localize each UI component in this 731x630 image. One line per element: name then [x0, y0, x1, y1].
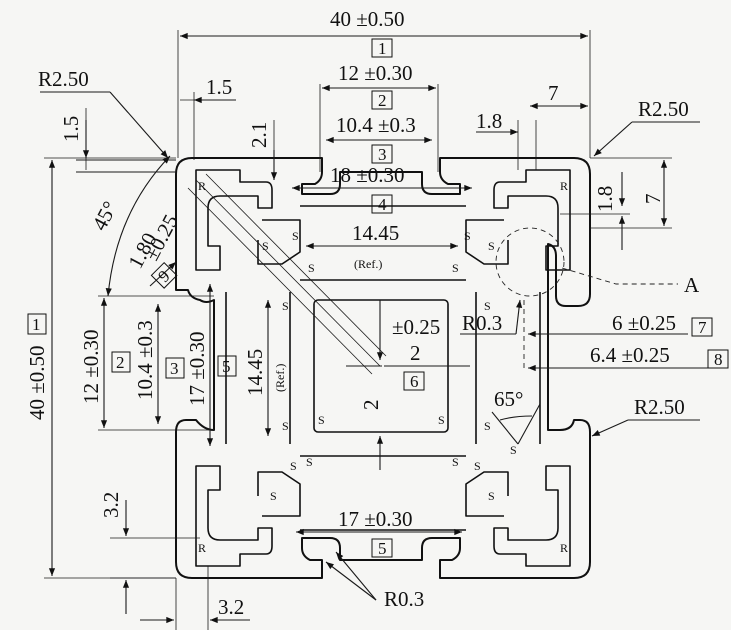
ref-box-1-left-text: 1 [32, 315, 41, 334]
ref-box-1-top-text: 1 [378, 39, 387, 58]
dim-17-bottom-label: 17 ±0.30 [338, 507, 413, 531]
mark-r: R [560, 179, 568, 193]
mark-s: S [270, 489, 277, 503]
mark-s: S [488, 489, 495, 503]
r0-3-bottom-label: R0.3 [384, 587, 424, 611]
ref-box-3-left-text: 3 [170, 359, 179, 378]
dim-12-top-label: 12 ±0.30 [338, 61, 413, 85]
ref-box-8-text: 8 [714, 350, 723, 369]
dim-10-4-top-label: 10.4 ±0.3 [336, 113, 416, 137]
ref-box-4 [371, 194, 393, 214]
mark-r: R [560, 541, 568, 555]
mark-s: S [438, 413, 445, 427]
mark-r: R [198, 541, 206, 555]
tol-center-label: ±0.25 [392, 315, 440, 339]
overall-width-label: 40 ±0.50 [330, 7, 405, 31]
ref-box-5-left-text: 5 [222, 357, 231, 376]
mark-s: S [292, 229, 299, 243]
ref-box-3-left [165, 357, 185, 379]
ref-box-1-left [27, 313, 47, 335]
profile-outline [175, 157, 591, 579]
ref-box-2-left [111, 351, 131, 373]
mark-s: S [262, 239, 269, 253]
ref-box-4-text: 4 [378, 195, 387, 214]
mark-r: R [198, 179, 206, 193]
ref-box-2-top [371, 90, 393, 110]
dim-10-4-left-label: 10.4 ±0.3 [133, 320, 157, 400]
ref-box-1-top [371, 38, 393, 58]
dim-1-8-right-label: 1.8 [593, 186, 617, 212]
ref-box-7-text: 7 [698, 318, 707, 337]
dim-2-v-label: 2 [359, 400, 383, 411]
ref-h-label: (Ref.) [354, 257, 382, 271]
dim-14-45-v-label: 14.45 [243, 349, 267, 396]
dim-6-4-label: 6.4 ±0.25 [590, 343, 670, 367]
dim-3-2-v-label: 3.2 [99, 492, 123, 518]
r2-50-top-right-label: R2.50 [638, 97, 689, 121]
detail-a-label: A [684, 273, 700, 297]
r0-3-center-label: R0.3 [462, 311, 502, 335]
mark-s: S [282, 419, 289, 433]
dim-17-left-label: 17 ±0.30 [185, 331, 209, 406]
mark-s: S [306, 455, 313, 469]
mark-s: S [308, 261, 315, 275]
dimension-lines [40, 30, 712, 630]
dim-2-1-label: 2.1 [247, 122, 271, 148]
ref-box-5-bottom [371, 538, 393, 558]
dim-6-label: 6 ±0.25 [612, 311, 676, 335]
dim-1-8-top-label: 1.8 [476, 109, 502, 133]
dim-18-label: 18 ±0.30 [330, 163, 405, 187]
dimension-labels: 40 ±0.50 1 12 ±0.30 2 10.4 ±0.3 3 18 ±0.… [25, 7, 729, 619]
dim-1-5-h-label: 1.5 [206, 75, 232, 99]
ref-box-7 [691, 317, 713, 337]
ref-box-6 [403, 371, 425, 391]
dim-3-2-h-label: 3.2 [218, 595, 244, 619]
dim-2-h-label: 2 [410, 341, 421, 365]
ref-v-label: (Ref.) [273, 364, 287, 392]
ref-box-5-bottom-text: 5 [378, 539, 387, 558]
r2-50-top-left-label: R2.50 [38, 67, 89, 91]
dim-12-left-label: 12 ±0.30 [79, 329, 103, 404]
mark-s: S [318, 413, 325, 427]
mark-s: S [290, 459, 297, 473]
mark-s: S [488, 239, 495, 253]
ref-box-2-left-text: 2 [116, 353, 125, 372]
mark-s: S [452, 455, 459, 469]
r2-50-bottom-right-label: R2.50 [634, 395, 685, 419]
mark-s: S [510, 443, 517, 457]
ref-box-9 [150, 261, 178, 289]
ref-box-2-top-text: 2 [378, 91, 387, 110]
mark-s: S [452, 261, 459, 275]
ref-box-3-top-text: 3 [378, 145, 387, 164]
mark-s: S [474, 459, 481, 473]
dim-7-top-label: 7 [548, 81, 559, 105]
angle-65-label: 65° [494, 387, 523, 411]
mark-s: S [484, 299, 491, 313]
ref-box-8 [707, 349, 729, 369]
dim-14-45-h-label: 14.45 [352, 221, 399, 245]
dim-1-5-v-label: 1.5 [59, 116, 83, 142]
ref-box-5-left [217, 355, 237, 377]
ref-box-6-text: 6 [410, 372, 419, 391]
mark-s: S [484, 419, 491, 433]
mark-s: S [282, 299, 289, 313]
dim-7-right-label: 7 [641, 194, 665, 205]
overall-height-label: 40 ±0.50 [25, 345, 49, 420]
ref-box-3-top [371, 144, 393, 164]
mark-s: S [464, 229, 471, 243]
angle-45-label: 45° [87, 197, 122, 234]
